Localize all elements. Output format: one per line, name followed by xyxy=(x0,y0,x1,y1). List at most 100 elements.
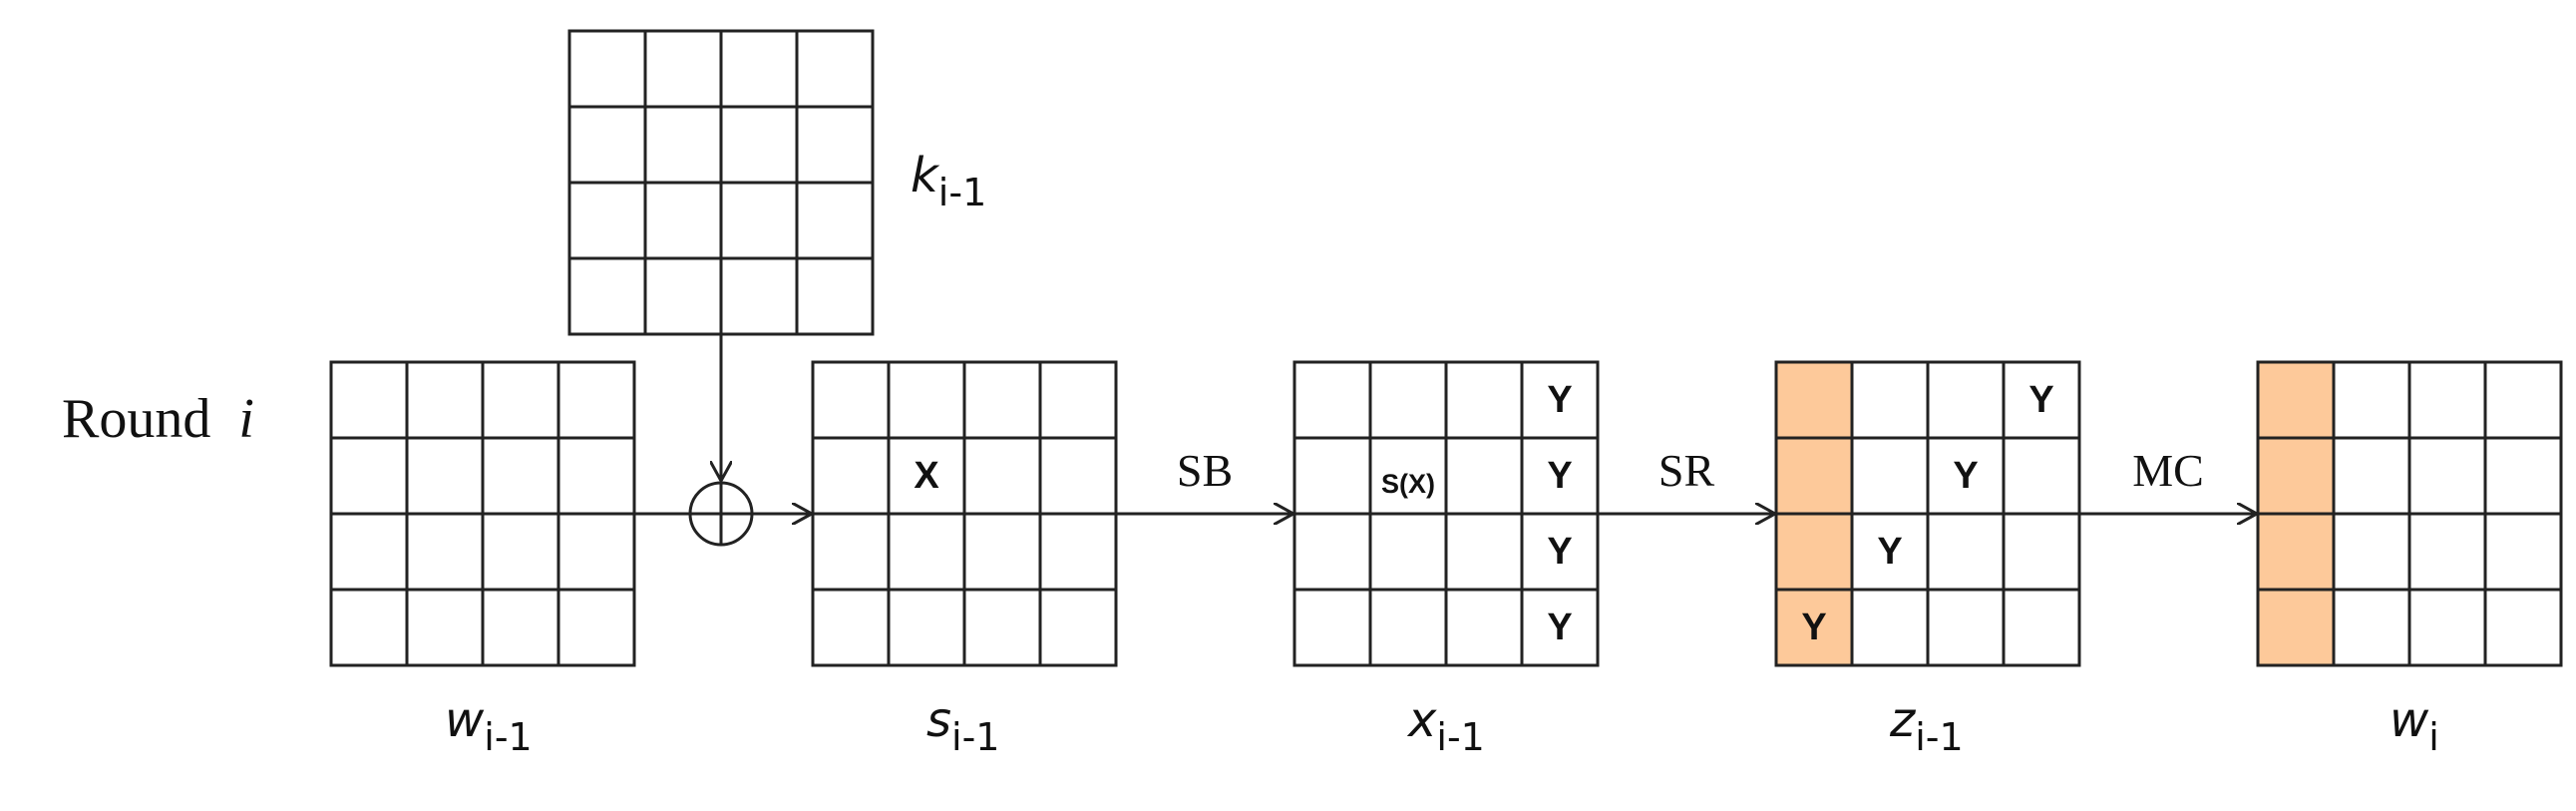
grid-cell xyxy=(719,181,799,260)
key-grid xyxy=(567,29,875,336)
grid-cell xyxy=(887,512,966,592)
grid-cell xyxy=(1444,436,1524,516)
grid-cell xyxy=(556,360,636,440)
key-label: ki-1 xyxy=(911,148,986,214)
grid-cell xyxy=(1926,512,2006,592)
grid-cell xyxy=(2332,360,2411,440)
shiftrows-label: SR xyxy=(1658,445,1715,496)
grid-cell xyxy=(481,512,560,592)
grid-cell xyxy=(962,588,1042,667)
state-z-prev-label: zi-1 xyxy=(1889,692,1964,759)
grid-cell xyxy=(567,256,647,336)
grid-cell-highlighted xyxy=(1774,512,1854,592)
state-grid xyxy=(329,360,636,667)
grid-cell xyxy=(643,105,723,185)
grid-cell xyxy=(567,105,647,185)
grid-cell xyxy=(481,436,560,516)
state-grid xyxy=(811,360,1118,667)
grid-cell xyxy=(405,436,485,516)
grid-cell xyxy=(795,105,875,185)
grid-cell-highlighted xyxy=(1774,436,1854,516)
cell-y-row1: Y xyxy=(1547,455,1572,497)
round-variable: i xyxy=(238,388,254,450)
grid-cell xyxy=(962,360,1042,440)
grid-cell xyxy=(1292,512,1372,592)
grid-cell xyxy=(811,436,891,516)
mixcolumns-label: MC xyxy=(2132,445,2204,496)
grid-cell xyxy=(405,588,485,667)
grid-cell xyxy=(1850,436,1930,516)
grid-cell xyxy=(2483,512,2563,592)
grid-cell xyxy=(2332,436,2411,516)
cell-active-byte: X xyxy=(914,455,939,497)
grid-cell xyxy=(481,360,560,440)
grid-cell-highlighted xyxy=(2256,436,2336,516)
grid-cell xyxy=(1368,360,1448,440)
state-grid xyxy=(1292,360,1600,667)
cell-y-row1: Y xyxy=(1953,455,1978,497)
grid-cell xyxy=(887,588,966,667)
cell-sbox-output: S(X) xyxy=(1381,469,1435,499)
cell-y-row2: Y xyxy=(1547,531,1572,573)
grid-cell xyxy=(405,512,485,592)
state-grid xyxy=(2256,360,2563,667)
grid-cell xyxy=(2407,436,2487,516)
grid-cell xyxy=(795,29,875,109)
grid-cell xyxy=(567,29,647,109)
grid-cell xyxy=(1520,436,1600,516)
grid-cell xyxy=(329,512,409,592)
round-label: Round i xyxy=(62,388,254,450)
grid-cell xyxy=(2332,512,2411,592)
label-base: k xyxy=(911,148,940,203)
grid-cell-highlighted xyxy=(2256,360,2336,440)
grid-cell xyxy=(643,181,723,260)
grid-cell xyxy=(962,512,1042,592)
grid-cell xyxy=(1368,588,1448,667)
grid-cell xyxy=(1038,436,1118,516)
grid-cell xyxy=(1520,512,1600,592)
grid-cell xyxy=(811,512,891,592)
grid-cell xyxy=(556,588,636,667)
grid-cell xyxy=(719,256,799,336)
grid-cell xyxy=(811,360,891,440)
xor-icon xyxy=(688,481,754,547)
grid-cell xyxy=(2483,436,2563,516)
cell-y-row0: Y xyxy=(2028,379,2053,421)
subbytes-label: SB xyxy=(1177,445,1233,496)
state-x-prev-label: xi-1 xyxy=(1406,692,1485,759)
grid-cell xyxy=(2002,436,2081,516)
grid-cell xyxy=(1850,360,1930,440)
grid-cell xyxy=(556,436,636,516)
grid-cell xyxy=(1038,512,1118,592)
state-w-curr-label: wi xyxy=(2390,692,2439,759)
state-s-prev-label: si-1 xyxy=(926,692,999,759)
grid-cell xyxy=(1520,588,1600,667)
grid-cell xyxy=(567,181,647,260)
grid-cell xyxy=(1926,360,2006,440)
grid-cell xyxy=(2407,512,2487,592)
grid-cell xyxy=(795,256,875,336)
grid-cell xyxy=(1292,588,1372,667)
key-matrix: ki-1 xyxy=(567,29,986,336)
label-base: x xyxy=(1406,692,1437,748)
state-z-prev: Y Y Y Y zi-1 xyxy=(1774,360,2081,759)
grid-cell xyxy=(329,588,409,667)
grid-cell xyxy=(481,588,560,667)
grid-cell xyxy=(1444,360,1524,440)
label-base: w xyxy=(2390,692,2429,748)
grid-cell xyxy=(2002,360,2081,440)
grid-cell xyxy=(405,360,485,440)
grid-cell xyxy=(1444,588,1524,667)
label-subscript: i-1 xyxy=(484,715,532,759)
grid-cell xyxy=(887,436,966,516)
grid-cell xyxy=(1038,360,1118,440)
grid-cell xyxy=(1368,512,1448,592)
grid-cell xyxy=(556,512,636,592)
grid-cell xyxy=(2332,588,2411,667)
grid-cell xyxy=(1444,512,1524,592)
cell-y-row2: Y xyxy=(1877,531,1902,573)
label-subscript: i-1 xyxy=(951,715,999,759)
label-subscript: i-1 xyxy=(938,171,986,214)
grid-cell xyxy=(962,436,1042,516)
grid-cell xyxy=(2002,512,2081,592)
